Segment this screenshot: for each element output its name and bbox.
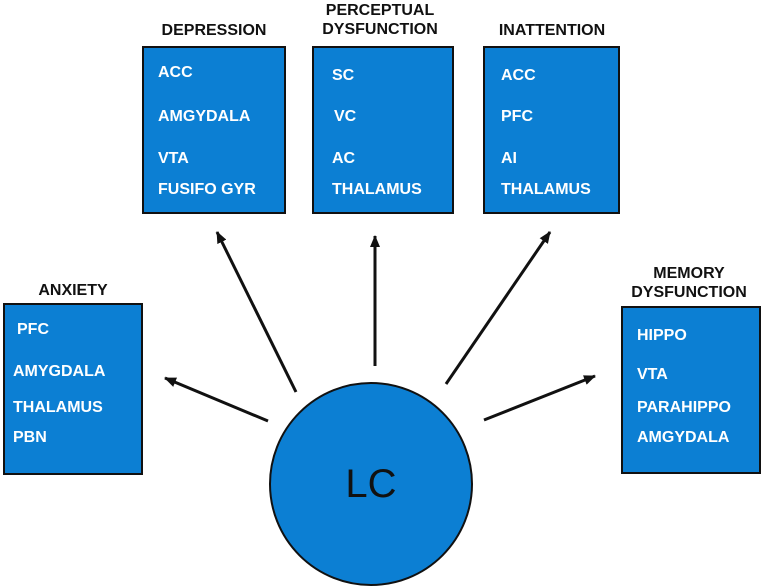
inattention-region: PFC bbox=[501, 108, 533, 125]
perceptual-title-line: PERCEPTUAL bbox=[325, 2, 435, 19]
memory-title-line: DYSFUNCTION bbox=[631, 284, 747, 301]
memory-title-line: MEMORY bbox=[653, 265, 725, 282]
anxiety-box bbox=[3, 303, 143, 475]
perceptual-region: VC bbox=[334, 108, 357, 125]
depression-title-line: DEPRESSION bbox=[161, 22, 267, 39]
lc-label: LC bbox=[345, 461, 397, 506]
memory-region: PARAHIPPO bbox=[637, 399, 731, 416]
anxiety-region: AMYGDALA bbox=[13, 363, 106, 380]
perceptual-region: AC bbox=[332, 150, 356, 167]
perceptual-title-line: DYSFUNCTION bbox=[322, 21, 438, 38]
lc-node: LC bbox=[269, 382, 473, 586]
memory-region: AMGYDALA bbox=[637, 429, 730, 446]
arrow-to-depression bbox=[215, 231, 298, 393]
anxiety-region: THALAMUS bbox=[13, 399, 103, 416]
arrow-to-anxiety bbox=[164, 376, 269, 423]
anxiety-region: PBN bbox=[13, 429, 47, 446]
anxiety-region: PFC bbox=[17, 321, 49, 338]
arrow-to-memory-dysfunction bbox=[483, 374, 596, 422]
depression-region: AMGYDALA bbox=[158, 108, 251, 125]
memory-region: HIPPO bbox=[637, 327, 687, 344]
inattention-title-line: INATTENTION bbox=[498, 22, 606, 39]
depression-region: VTA bbox=[158, 150, 189, 167]
inattention-title: INATTENTION bbox=[499, 21, 605, 40]
depression-box bbox=[142, 46, 286, 214]
memory-dysfunction-box bbox=[621, 306, 761, 474]
inattention-region: ACC bbox=[501, 67, 536, 84]
perceptual-dysfunction-title: PERCEPTUAL DYSFUNCTION bbox=[322, 1, 438, 39]
memory-region: VTA bbox=[637, 366, 668, 383]
anxiety-title: ANXIETY bbox=[38, 281, 107, 300]
depression-region: ACC bbox=[158, 64, 193, 81]
depression-title: DEPRESSION bbox=[162, 21, 267, 40]
inattention-region: THALAMUS bbox=[501, 181, 591, 198]
inattention-region: AI bbox=[501, 150, 517, 167]
memory-dysfunction-title: MEMORY DYSFUNCTION bbox=[631, 264, 747, 302]
perceptual-region: THALAMUS bbox=[332, 181, 422, 198]
depression-region: FUSIFO GYR bbox=[158, 181, 256, 198]
anxiety-title-line: ANXIETY bbox=[38, 282, 108, 299]
arrow-to-inattention bbox=[444, 231, 552, 385]
perceptual-region: SC bbox=[332, 67, 355, 84]
perceptual-dysfunction-box bbox=[312, 46, 454, 214]
inattention-box bbox=[483, 46, 620, 214]
